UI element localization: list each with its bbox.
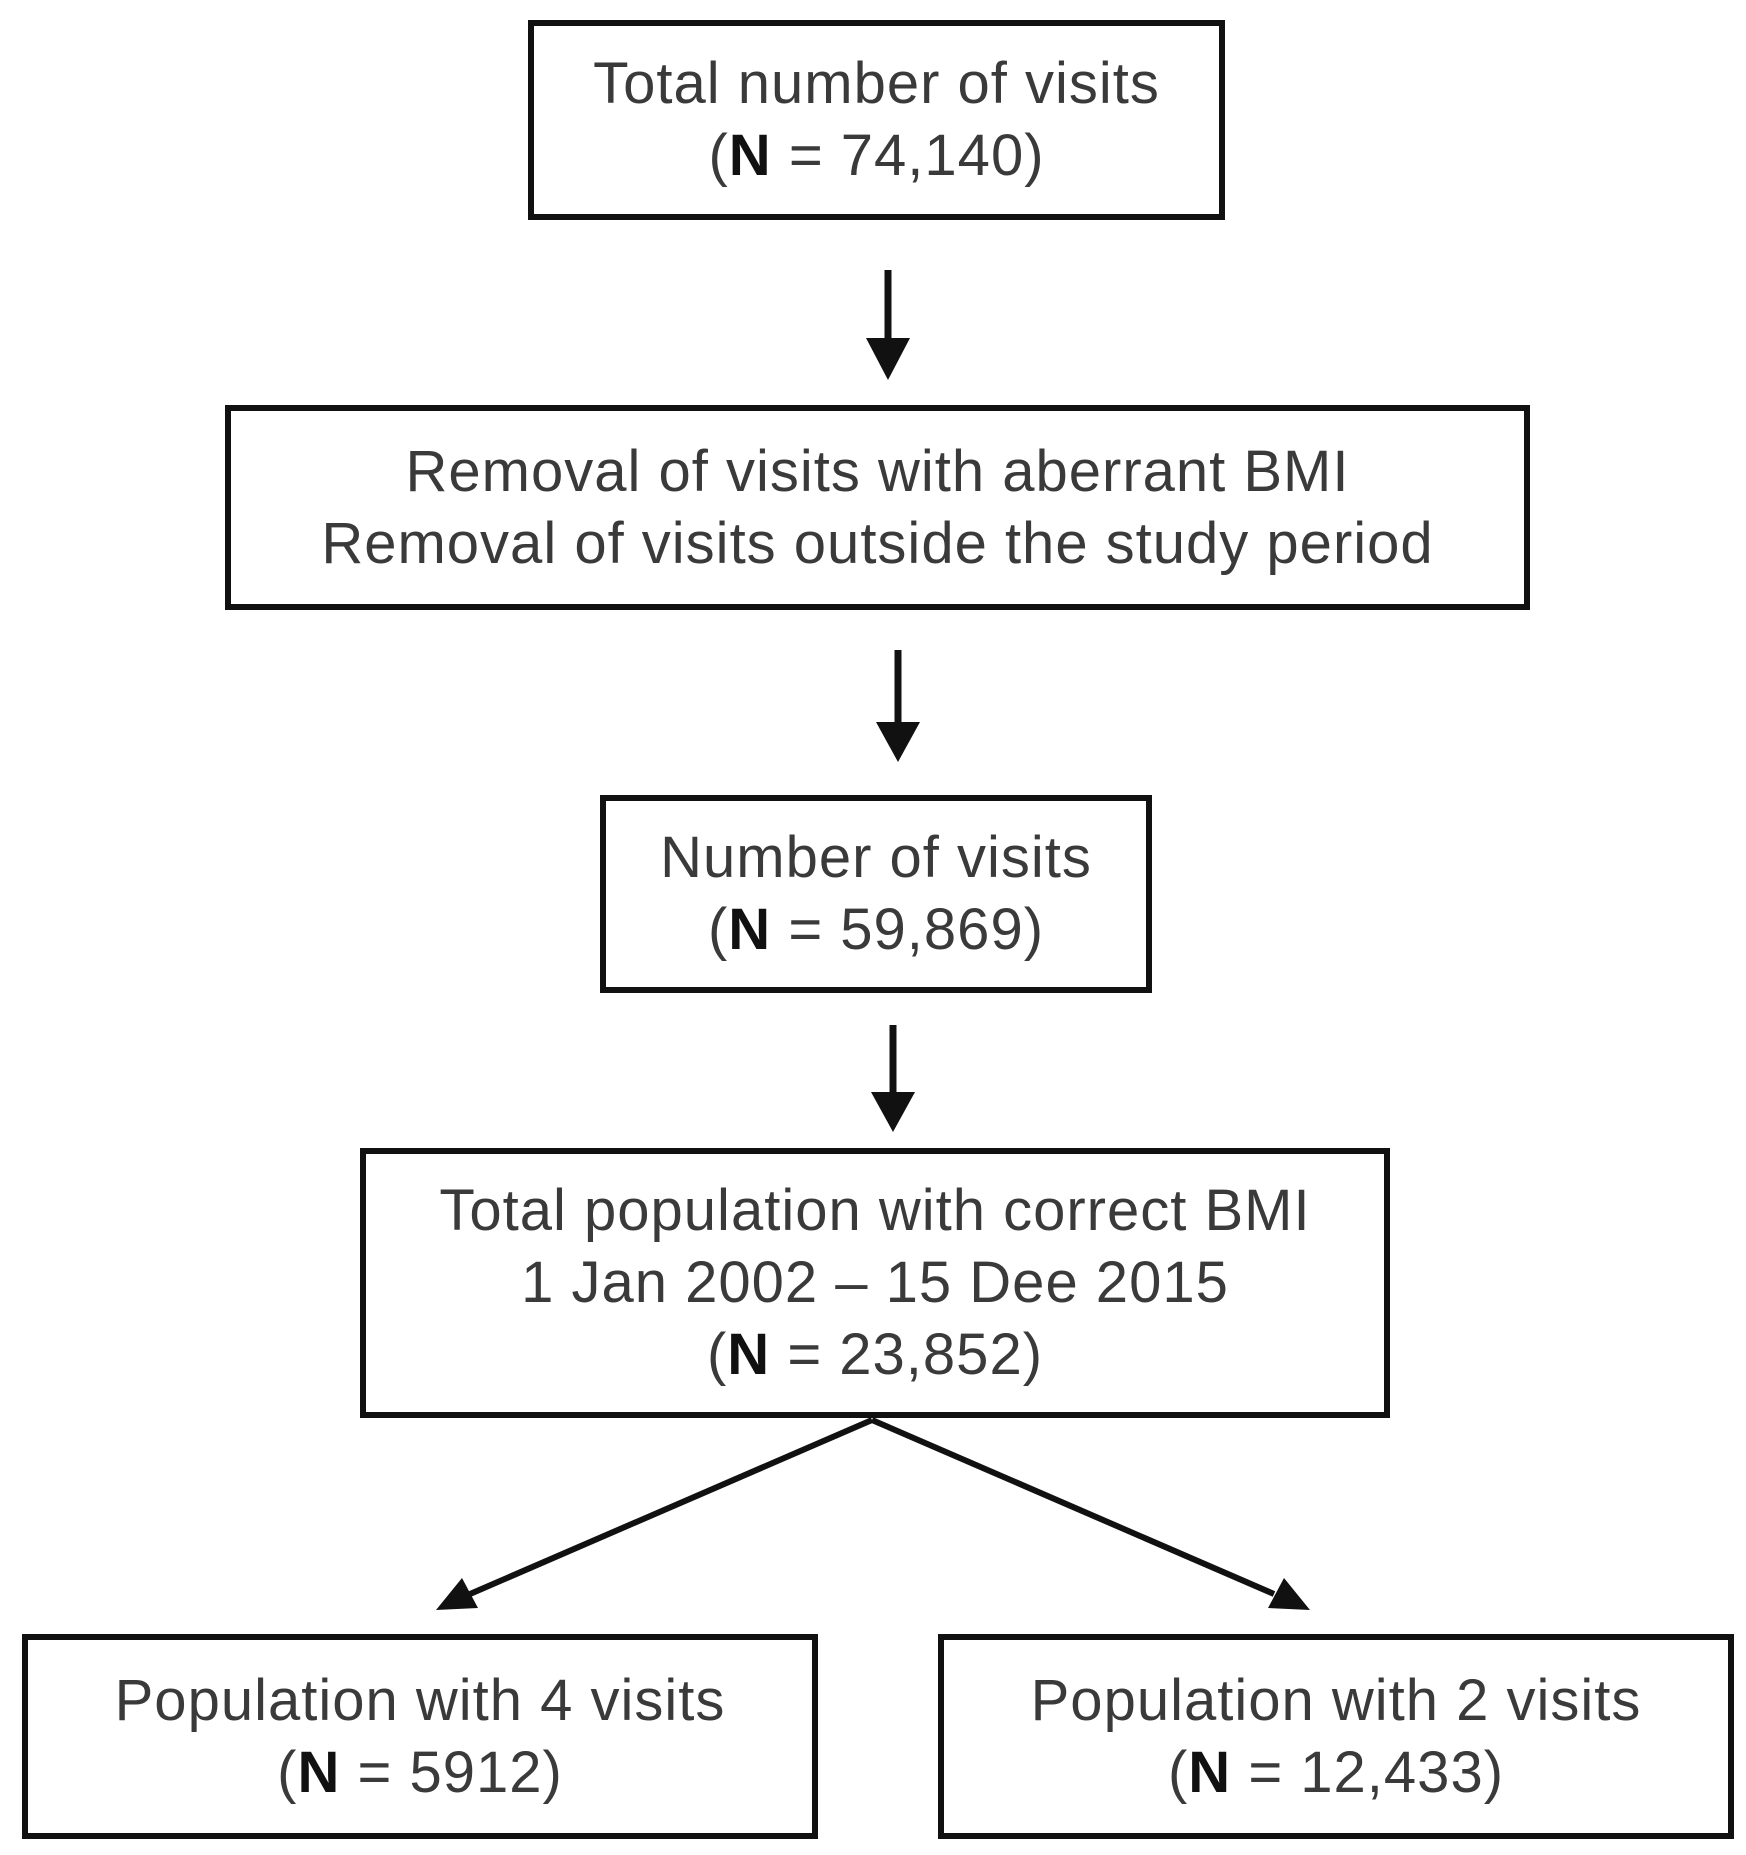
four-visits-title: Population with 4 visits [114, 1667, 726, 1733]
n-value: = 23,852) [787, 1322, 1044, 1387]
arrow-removal-to-visits [876, 650, 920, 762]
arrow-visits-to-population [871, 1025, 915, 1132]
total-population-title: Total population with correct BMI [439, 1178, 1311, 1243]
n-label: N [727, 1322, 771, 1387]
study-period: 1 Jan 2002 – 15 Dee 2015 [521, 1250, 1229, 1315]
removal-criteria-box: Removal of visits with aberrant BMI Remo… [225, 405, 1530, 610]
n-value: = 12,433) [1248, 1739, 1505, 1805]
four-visits-box: Population with 4 visits (N = 5912) [22, 1634, 818, 1839]
total-visits-count: (N = 74,140) [708, 123, 1045, 188]
arrow-population-to-four-visits [436, 1417, 874, 1610]
four-visits-count: (N = 5912) [277, 1739, 563, 1805]
n-value: = 74,140) [788, 123, 1045, 188]
total-visits-title: Total number of visits [593, 51, 1160, 116]
number-of-visits-count: (N = 59,869) [707, 897, 1045, 962]
total-population-box: Total population with correct BMI 1 Jan … [360, 1148, 1390, 1418]
n-label: N [1188, 1739, 1232, 1805]
removal-line-period: Removal of visits outside the study peri… [321, 510, 1434, 576]
n-value: = 59,869) [788, 897, 1045, 962]
two-visits-box: Population with 2 visits (N = 12,433) [938, 1634, 1734, 1839]
two-visits-count: (N = 12,433) [1167, 1739, 1505, 1805]
number-of-visits-box: Number of visits (N = 59,869) [600, 795, 1152, 993]
n-label: N [297, 1739, 341, 1805]
n-label: N [728, 123, 772, 188]
two-visits-title: Population with 2 visits [1030, 1667, 1642, 1733]
arrow-total-to-removal [866, 270, 910, 380]
removal-line-bmi: Removal of visits with aberrant BMI [405, 438, 1350, 504]
n-value: = 5912) [357, 1739, 563, 1805]
number-of-visits-title: Number of visits [660, 825, 1092, 890]
n-label: N [728, 897, 772, 962]
arrow-population-to-two-visits [870, 1417, 1310, 1610]
total-population-count: (N = 23,852) [706, 1322, 1044, 1387]
total-visits-box: Total number of visits (N = 74,140) [528, 20, 1225, 220]
